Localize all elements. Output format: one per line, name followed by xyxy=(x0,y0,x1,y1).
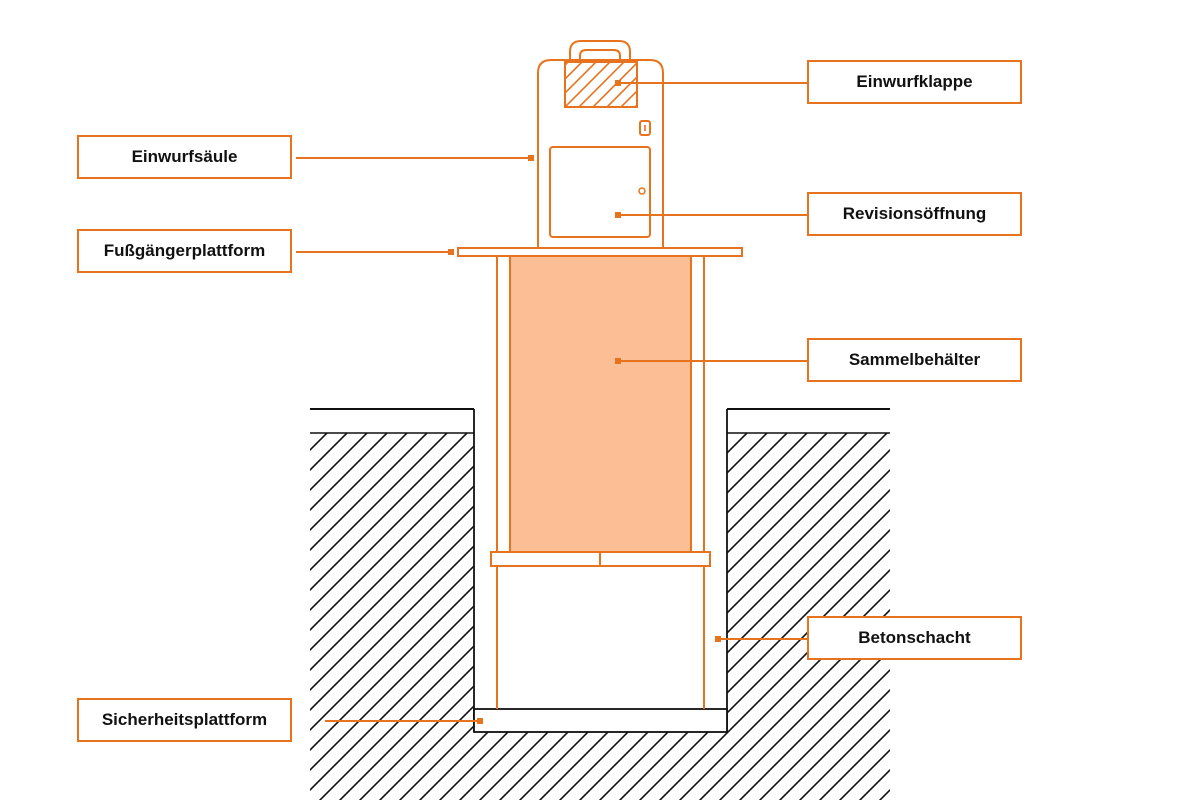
pedestrian-platform xyxy=(457,247,743,257)
column-handle xyxy=(569,40,631,62)
label-revisionsoeffnung: Revisionsöffnung xyxy=(807,192,1022,236)
ground-hatching xyxy=(310,433,890,800)
container-shell xyxy=(496,256,705,709)
column-handle-inner xyxy=(579,49,621,62)
label-einwurfsaeule: Einwurfsäule xyxy=(77,135,292,179)
collection-container xyxy=(509,255,692,554)
label-einwurfklappe: Einwurfklappe xyxy=(807,60,1022,104)
lock-icon xyxy=(639,120,651,136)
container-base xyxy=(490,551,711,567)
insertion-flap xyxy=(564,61,638,108)
leader-lines xyxy=(296,80,808,724)
safety-platform xyxy=(473,708,728,733)
insertion-column xyxy=(537,40,664,248)
column-body xyxy=(537,59,664,248)
label-betonschacht: Betonschacht xyxy=(807,616,1022,660)
service-opening xyxy=(549,146,651,238)
service-opening-knob-icon xyxy=(638,187,646,195)
label-sammelbehaelter: Sammelbehälter xyxy=(807,338,1022,382)
ground xyxy=(310,408,890,800)
concrete-shaft xyxy=(473,409,728,733)
label-fussgaengerplattform: Fußgängerplattform xyxy=(77,229,292,273)
label-sicherheitsplattform: Sicherheitsplattform xyxy=(77,698,292,742)
